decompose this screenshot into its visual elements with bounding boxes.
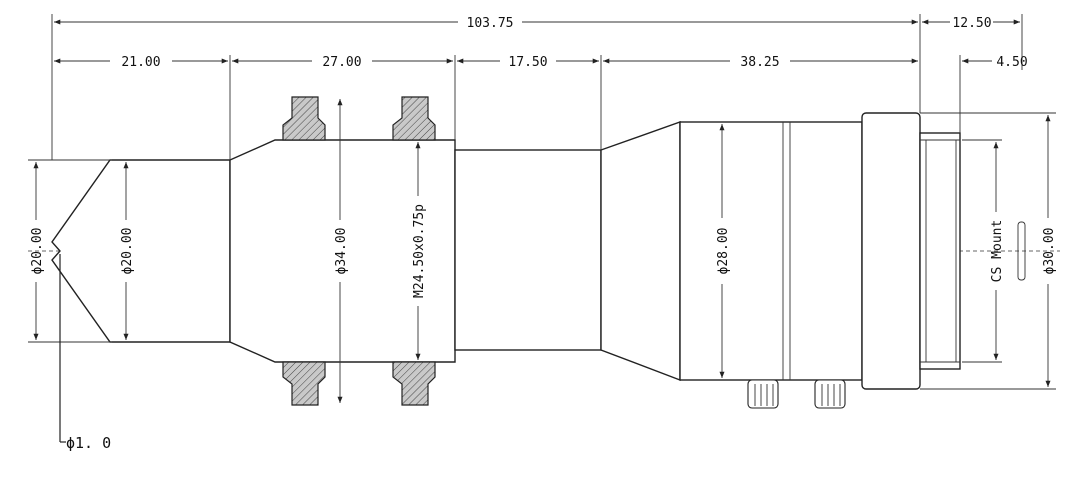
dim-mount-length: 12.50 <box>952 16 991 31</box>
thread-section <box>454 149 602 351</box>
vertical-dimensions: ϕ20.00 ϕ20.00 ϕ34.00 M24.50x0.75p ϕ28.00… <box>28 99 1057 403</box>
pinhole-diameter-label: ϕ1. 0 <box>66 434 111 452</box>
dim-mount-offset: 4.50 <box>996 55 1027 70</box>
focus-barrel <box>679 121 863 381</box>
dim-seg-3: 17.50 <box>508 55 547 70</box>
dim-seg-2: 27.00 <box>322 55 361 70</box>
dim-seg-1: 21.00 <box>121 55 160 70</box>
dim-seg-4: 38.25 <box>740 55 779 70</box>
front-taper <box>229 139 456 363</box>
clamp-rings <box>282 96 436 406</box>
cs-mount-thread <box>919 132 961 370</box>
mount-flange <box>861 112 921 390</box>
rear-taper <box>600 121 681 382</box>
set-screws <box>747 379 846 409</box>
dim-front-inner-diameter: ϕ20.00 <box>120 228 135 275</box>
front-cone <box>51 159 231 343</box>
dim-mount-diameter: ϕ30.00 <box>1042 228 1057 275</box>
cs-mount-label: CS Mount <box>990 220 1005 283</box>
dim-focus-barrel-diameter: ϕ28.00 <box>716 228 731 275</box>
dim-thread-spec: M24.50x0.75p <box>412 204 427 298</box>
dim-front-outer-diameter: ϕ20.00 <box>30 228 45 275</box>
horizontal-dimensions: 103.75 12.50 21.00 27.00 17.50 38.25 4.5… <box>51 14 1028 160</box>
lens-body <box>51 112 961 390</box>
mount-slot-marker <box>1017 221 1026 281</box>
dim-overall-length: 103.75 <box>467 16 514 31</box>
pinhole-callout: ϕ1. 0 <box>59 254 111 452</box>
dim-clamp-diameter: ϕ34.00 <box>334 228 349 275</box>
